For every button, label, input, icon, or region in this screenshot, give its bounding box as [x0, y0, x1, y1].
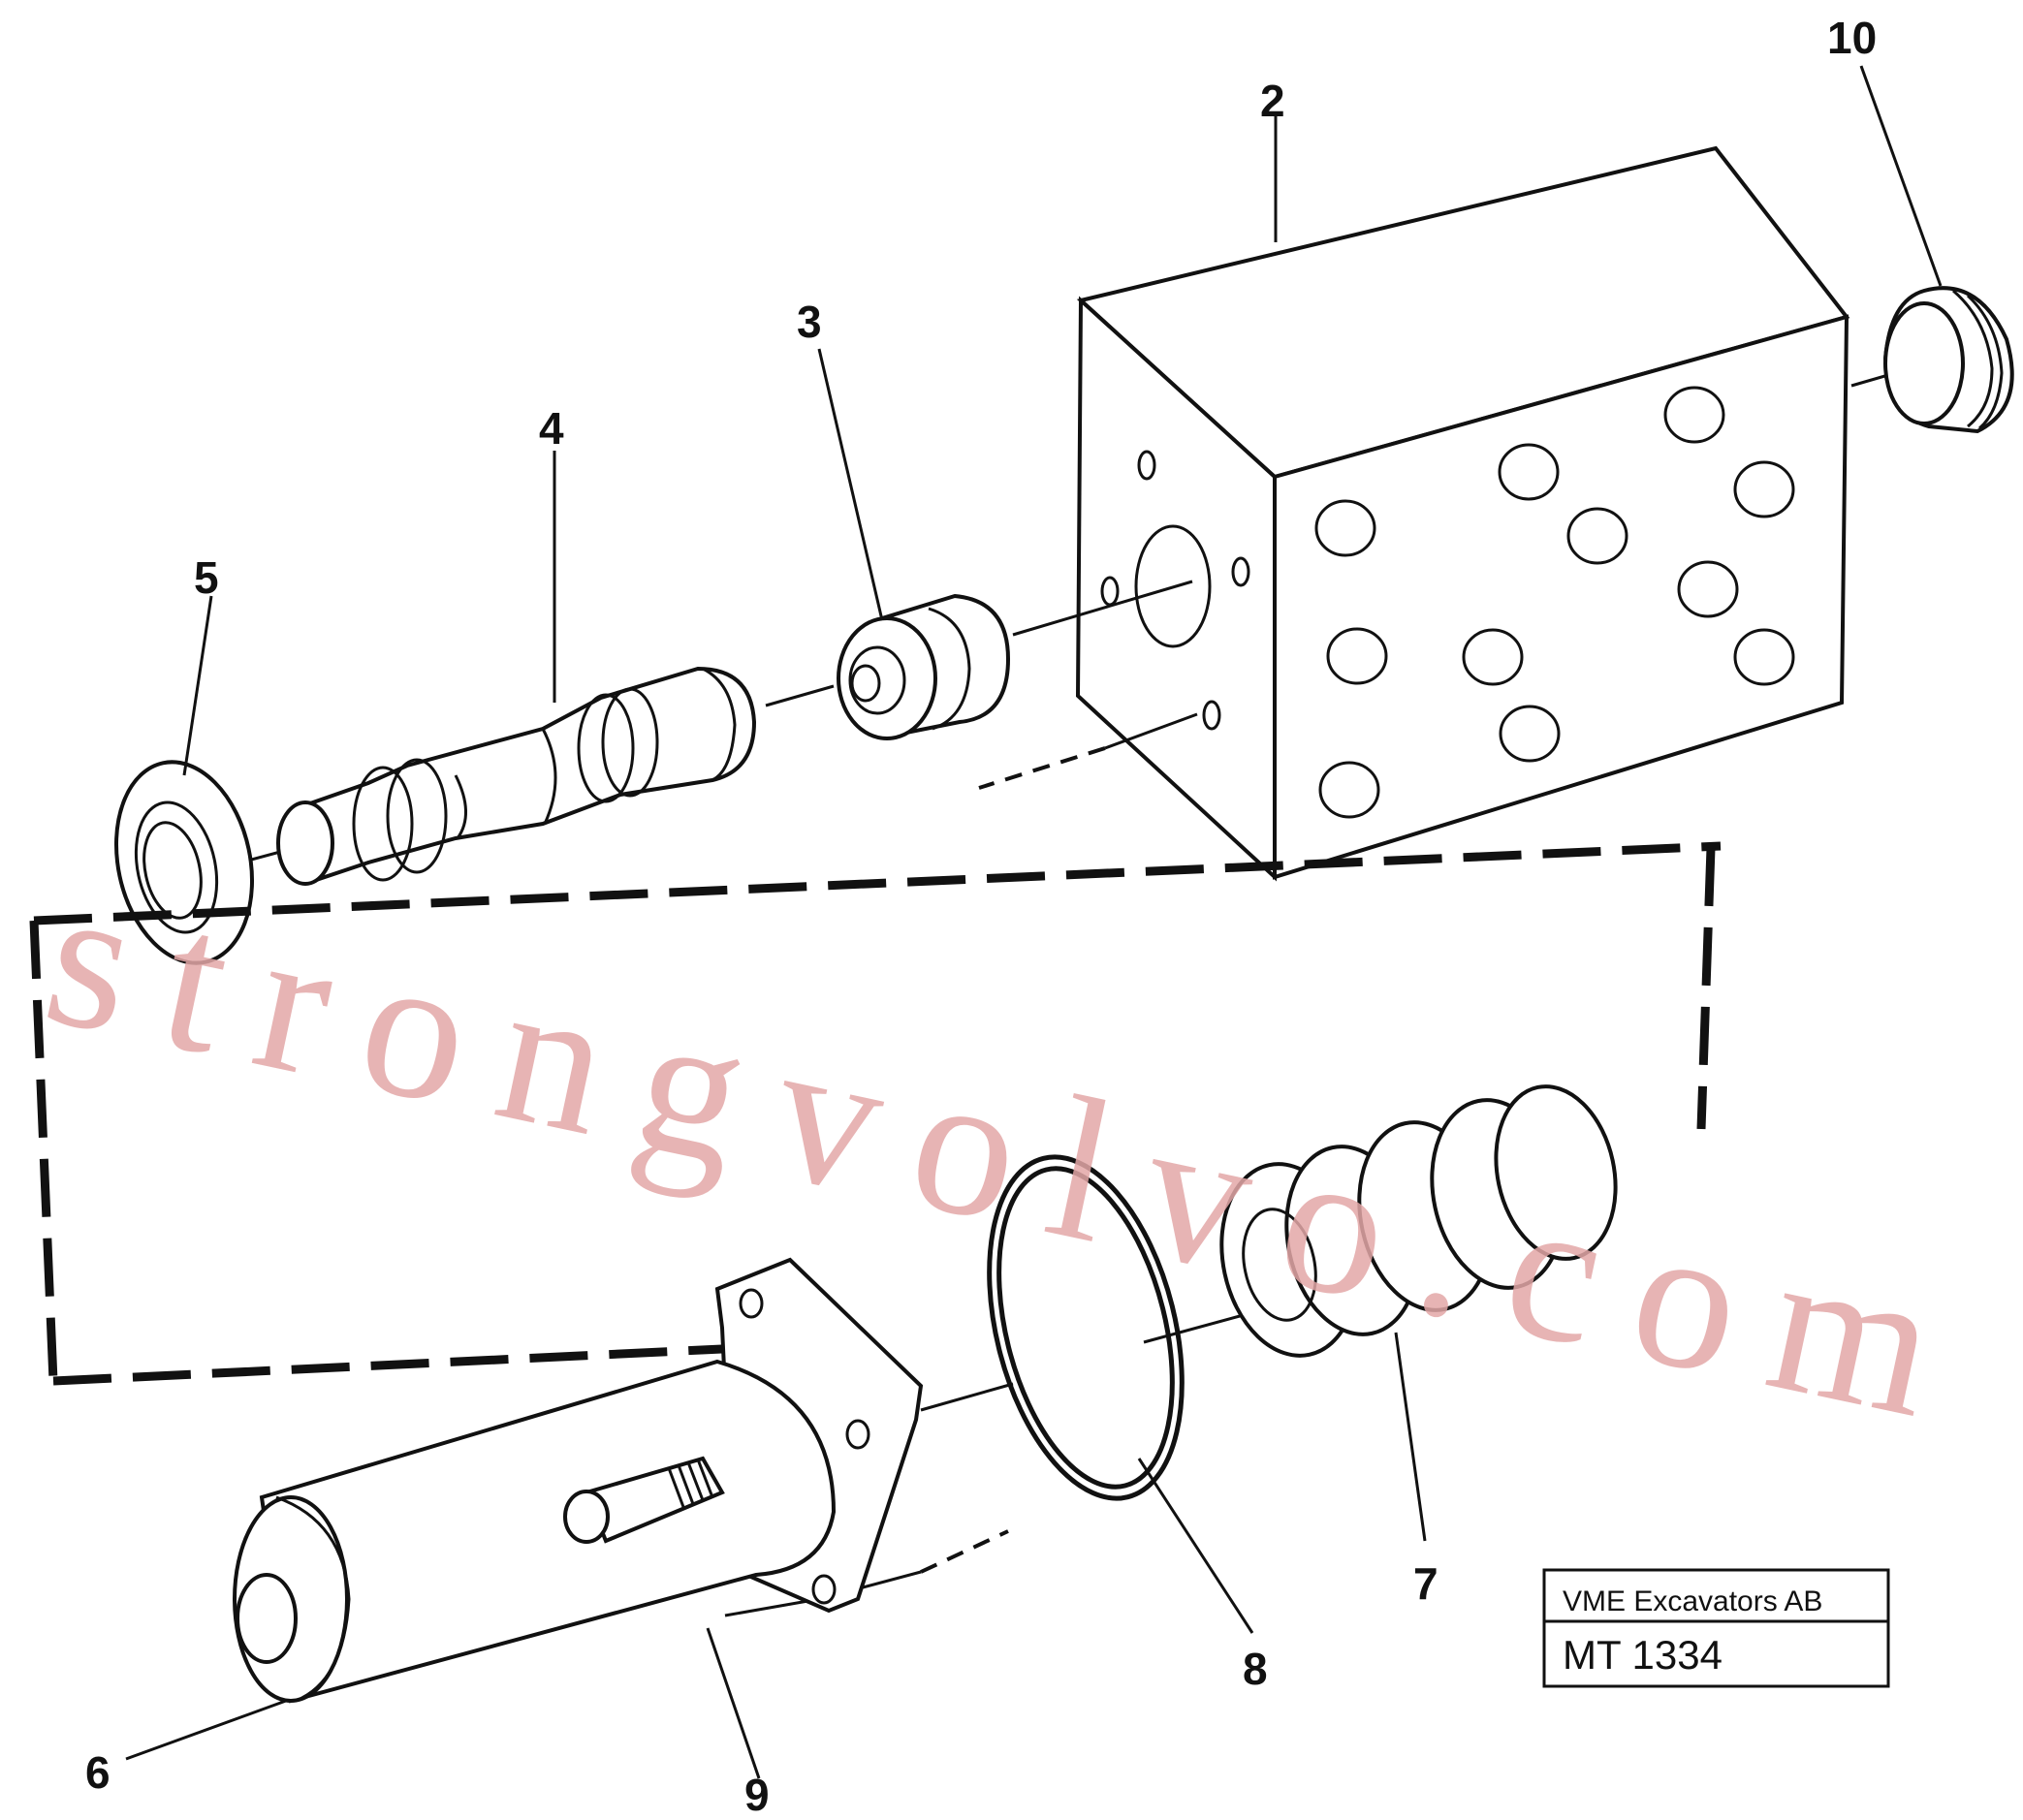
assembly-frame-dashed	[29, 841, 1722, 1386]
part-label-6: 6	[85, 1747, 111, 1798]
valve-block-part-2	[1075, 145, 1850, 882]
part-label-9: 9	[744, 1770, 770, 1820]
valve-block-ports	[1314, 386, 1795, 819]
spool-part-4	[276, 666, 757, 886]
title-block-company: VME Excavators AB	[1563, 1585, 1822, 1617]
title-block-drawing-number: MT 1334	[1563, 1632, 1723, 1678]
bolt-part-9	[563, 1456, 725, 1544]
part-label-4: 4	[539, 403, 564, 454]
leader-6	[125, 1699, 287, 1761]
part-label-7: 7	[1413, 1558, 1438, 1609]
part-label-3: 3	[797, 297, 822, 347]
part-label-5: 5	[194, 552, 219, 603]
solenoid-part-6	[233, 1257, 924, 1704]
leader-8	[1137, 1458, 1254, 1634]
leader-7	[1394, 1332, 1427, 1542]
plug-part-10	[1882, 286, 2014, 434]
sleeve-part-3	[837, 593, 1011, 740]
spring-part-7	[1219, 1084, 1618, 1358]
leader-10	[1859, 65, 1943, 287]
part-label-2: 2	[1260, 76, 1285, 126]
leader-9	[706, 1627, 761, 1779]
leader-3	[817, 348, 884, 621]
part-label-8: 8	[1243, 1644, 1268, 1694]
title-block: VME Excavators AB MT 1334	[1542, 1568, 1890, 1688]
part-label-10: 10	[1827, 13, 1877, 63]
leader-5	[182, 595, 213, 776]
o-ring-part-8	[987, 1154, 1185, 1501]
